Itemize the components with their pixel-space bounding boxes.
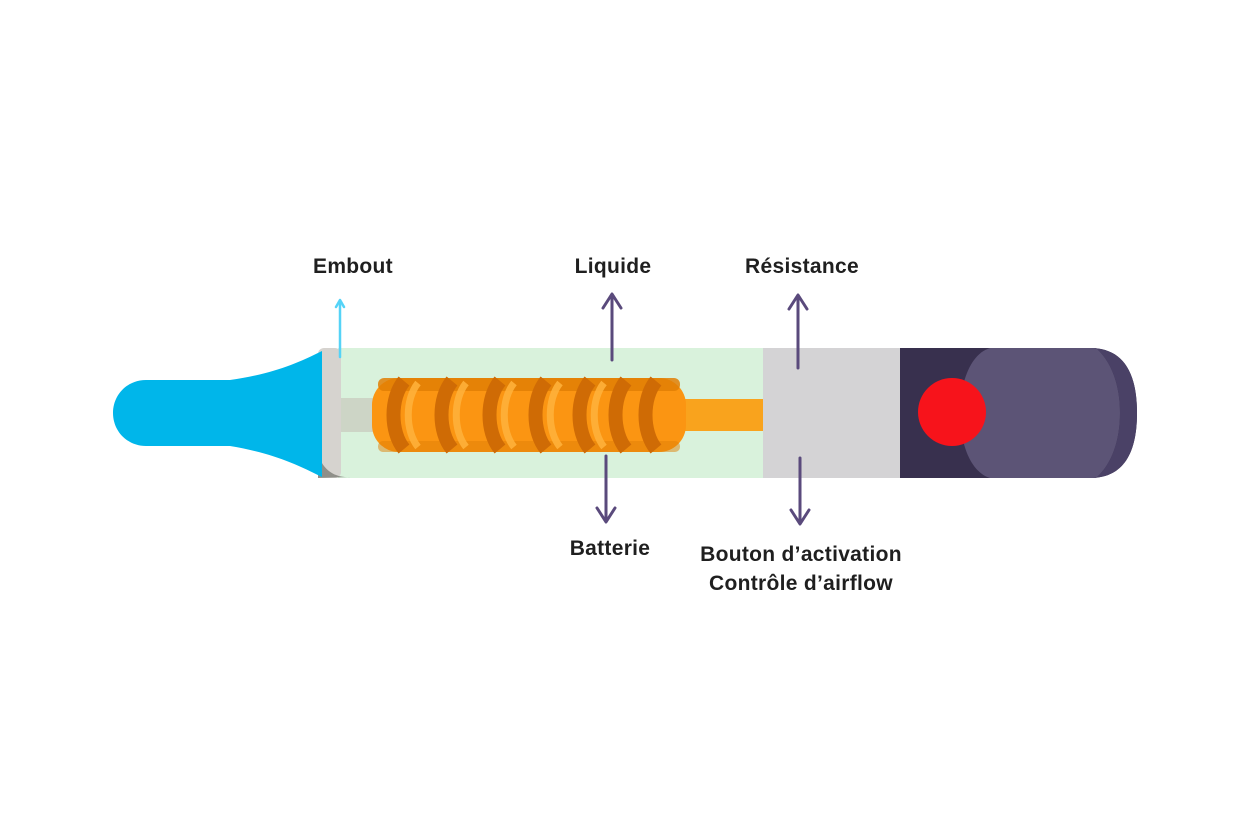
- batterie-arrow: [595, 454, 617, 524]
- coil-highlight: [590, 380, 607, 450]
- mouthpiece-ring: [318, 348, 341, 478]
- coil-highlight: [404, 380, 421, 450]
- label-bouton-block: Bouton d’activation Contrôle d’airflow: [700, 540, 902, 598]
- label-embout: Embout: [313, 255, 393, 278]
- coil-winding: [638, 376, 662, 454]
- coil-winding: [482, 376, 506, 454]
- battery-edge: [1090, 348, 1137, 478]
- label-bouton-activation: Bouton d’activation: [700, 543, 902, 566]
- label-controle-airflow: Contrôle d’airflow: [709, 572, 893, 595]
- liquide-arrow-head: [601, 292, 623, 310]
- bouton-arrow-head: [789, 508, 811, 526]
- resistance-arrow-head: [787, 293, 809, 311]
- coil-windings: [386, 376, 662, 454]
- bouton-arrow: [789, 456, 811, 526]
- embout-arrow-head: [334, 298, 346, 309]
- coil-winding: [528, 376, 552, 454]
- body-midsection: [763, 348, 900, 478]
- coil-winding: [572, 376, 596, 454]
- label-resistance: Résistance: [745, 255, 859, 278]
- ring-shadow: [318, 452, 350, 478]
- battery-highlight: [960, 348, 1120, 478]
- embout-arrow: [334, 298, 346, 359]
- activation-button: [918, 378, 986, 446]
- coil-highlight: [452, 380, 469, 450]
- liquide-arrow: [601, 292, 623, 362]
- label-batterie: Batterie: [569, 537, 651, 560]
- resistance-arrow: [787, 293, 809, 370]
- coil-winding: [386, 376, 410, 454]
- coil-winding: [434, 376, 458, 454]
- coil-highlight: [500, 380, 517, 450]
- coil-winding: [608, 376, 632, 454]
- mouthpiece: [113, 351, 322, 477]
- coil-shade-bottom: [378, 441, 680, 452]
- coil-highlight: [546, 380, 563, 450]
- batterie-arrow-head: [595, 506, 617, 524]
- label-liquide: Liquide: [574, 255, 652, 278]
- coil-shade-top: [378, 378, 680, 391]
- coil-highlights: [404, 380, 607, 450]
